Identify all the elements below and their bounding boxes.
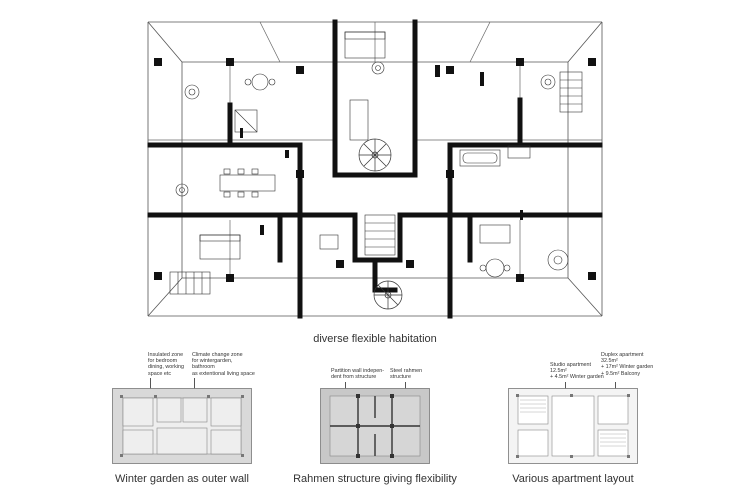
stair-icon	[169, 71, 583, 295]
round-table-lower-icon	[485, 258, 505, 278]
round-table-icon	[251, 73, 269, 91]
fixture-marks	[240, 65, 523, 235]
spiral-stair-lower-icon	[373, 280, 403, 310]
structural-walls	[147, 19, 603, 319]
diagram-1-note-1: Insulated zone for bedroom dining, worki…	[148, 352, 184, 377]
plant-icons	[175, 61, 569, 271]
shower-icon	[234, 109, 258, 133]
main-plan-caption: diverse flexible habitation	[313, 333, 437, 345]
diagram-3-caption: Various apartment layout	[512, 473, 634, 485]
diagram-3-note-1: Studio apartment 12.5m² + 4.5m² Winter g…	[550, 362, 604, 381]
diagram-rahmen-structure	[320, 388, 430, 464]
bathtub-icon	[459, 149, 501, 167]
diagram-2-note-1: Partition wall indepen- dent from struct…	[331, 368, 385, 381]
diagram-2-caption: Rahmen structure giving flexibility	[293, 473, 457, 485]
diagram-apartment-layout	[508, 388, 638, 464]
toilet-icon	[319, 234, 339, 250]
dining-table-icon	[219, 174, 276, 192]
bed-icon	[344, 31, 386, 59]
kitchen-unit-icon	[349, 99, 369, 141]
furniture-icons	[199, 31, 531, 278]
diagram-2-note-2: Steel rahmen structure	[390, 368, 423, 381]
bathroom-icon	[479, 224, 511, 244]
diagram-1-leader-1	[150, 378, 151, 398]
structural-columns	[154, 58, 596, 282]
spiral-stair-icon	[358, 138, 392, 172]
diagram-winter-garden	[112, 388, 252, 464]
diagram-1-note-2: Climate change zone for wintergarden, ba…	[192, 352, 255, 377]
diagram-3-note-2: Duplex apartment 32.5m² + 17m² Winter ga…	[601, 352, 654, 377]
diagram-1-caption: Winter garden as outer wall	[115, 473, 249, 485]
sofa-icon	[199, 234, 241, 260]
main-floor-plan	[147, 19, 603, 319]
kitchen-counter-icon	[507, 145, 531, 159]
room-partitions	[148, 21, 602, 278]
